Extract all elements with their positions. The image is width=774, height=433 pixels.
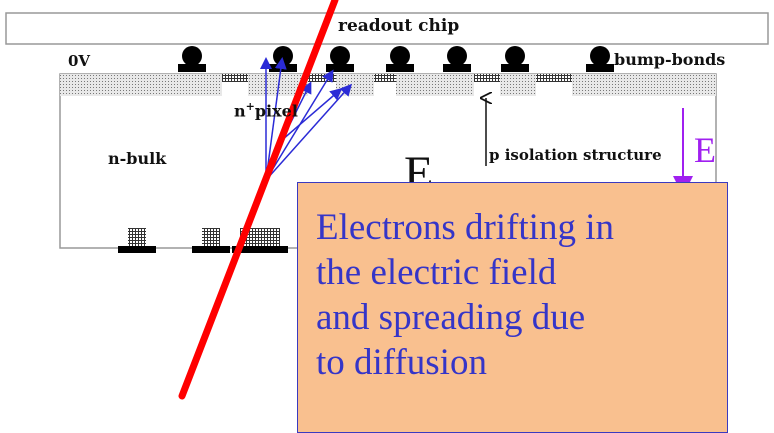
electron-drift-arrows: [260, 57, 352, 181]
readout-chip: [5, 12, 769, 45]
bump-bonds-label: bump-bonds: [614, 50, 726, 69]
isolation-blocks-top: [222, 74, 572, 82]
n-bulk-label: n-bulk: [108, 149, 167, 168]
particle-track: [178, 0, 339, 400]
pixel-implants: [60, 74, 716, 96]
p-isolation-label: p isolation structure: [489, 146, 662, 164]
n-pixel-suffix: pixel: [254, 101, 298, 121]
callout-line: and spreading due: [316, 297, 586, 338]
callout-line: the electric field: [316, 252, 557, 293]
callout-line: Electrons drifting in: [316, 207, 614, 248]
field-label-arrow: E: [694, 130, 716, 170]
bump-bonds: [178, 46, 614, 72]
backside-structures: [118, 228, 288, 253]
readout-chip-label: readout chip: [338, 16, 460, 36]
n-pixel-label: n+pixel: [234, 100, 298, 120]
n-pixel-sup: +: [245, 100, 255, 113]
callout-line: to diffusion: [316, 342, 487, 383]
n-pixel-prefix: n: [234, 101, 246, 121]
voltage-label: 0V: [68, 52, 91, 70]
drift-callout: Electrons drifting in the electric field…: [297, 182, 728, 433]
